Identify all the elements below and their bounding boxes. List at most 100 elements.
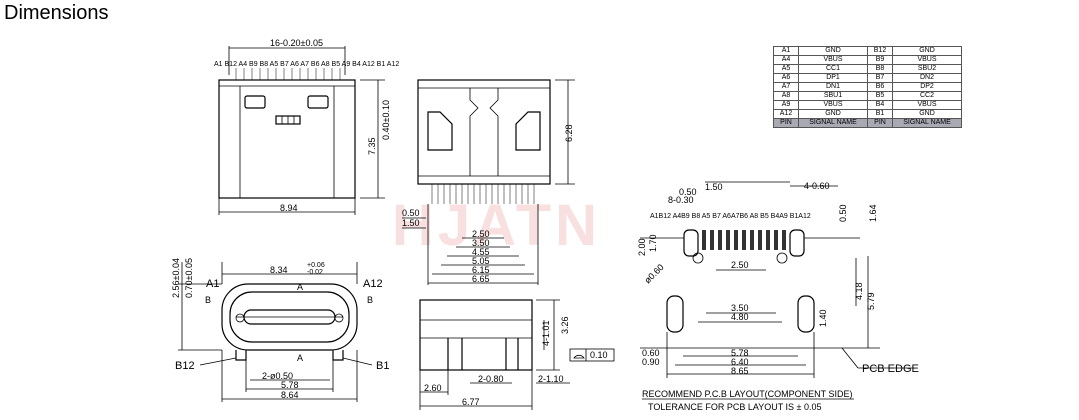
bottom-view: 6.28 0.50 1.50 2.50 3.50 4.55 5.05 6.15 … — [402, 79, 575, 285]
pcb-edge-label: PCB EDGE — [862, 363, 919, 375]
pin-cell: A9 — [773, 100, 799, 110]
pcb-d150: 1.50 — [705, 182, 723, 192]
bottom-d5-label: 4.55 — [472, 247, 490, 257]
front-b1-label: B1 — [376, 360, 389, 372]
bottom-d2-label: 1.50 — [402, 218, 420, 228]
front-b12-label: B12 — [175, 360, 195, 372]
signal-cell: GND — [798, 46, 868, 56]
bottom-d8-label: 6.65 — [472, 274, 490, 284]
bottom-height-label: 6.28 — [564, 124, 574, 142]
pin-cell: B1 — [867, 109, 893, 119]
pin-cell: B8 — [867, 64, 893, 74]
bottom-d7-label: 6.15 — [472, 265, 490, 275]
header-cell: PIN — [773, 118, 799, 128]
top-view: 16-0.20±0.05 A1 B12 A4 B9 B8 A5 B7 A6 A7… — [214, 38, 399, 215]
pin-cell: A12 — [773, 109, 799, 119]
signal-cell: GND — [892, 46, 962, 56]
signal-cell: DN1 — [798, 82, 868, 92]
pcb-d480: 4.80 — [731, 312, 749, 322]
bottom-d6-label: 5.05 — [472, 256, 490, 266]
table-header-row: PIN SIGNAL NAME PIN SIGNAL NAME — [773, 118, 962, 128]
pcb-caption-1: RECOMMEND P.C.B LAYOUT(COMPONENT SIDE) — [642, 389, 853, 399]
pcb-d418: 4.18 — [854, 282, 864, 300]
header-cell: PIN — [867, 118, 893, 128]
signal-cell: DP2 — [892, 82, 962, 92]
top-pitch-label: 16-0.20±0.05 — [270, 38, 323, 48]
bottom-d3-label: 2.50 — [472, 229, 490, 239]
signal-cell: CC1 — [798, 64, 868, 74]
front-a12-label: A12 — [363, 278, 383, 290]
signal-cell: CC2 — [892, 91, 962, 101]
signal-cell: SBU1 — [798, 91, 868, 101]
front-h2-label: 0.70±0.05 — [184, 258, 194, 298]
pcb-pins-label: A1B12 A4B9 B8 A5 B7 A6A7B6 A8 B5 B4A9 B1… — [650, 213, 811, 220]
side-h1-label: 4-1.01 — [541, 320, 551, 346]
pin-cell: A1 — [773, 46, 799, 56]
front-w2-label: 8.64 — [281, 390, 299, 400]
side-d4-label: 6.77 — [462, 397, 480, 407]
pin-cell: A7 — [773, 82, 799, 92]
side-view: 4-1.01 3.26 0.10 2.60 2-0.80 2-1.10 6.77 — [419, 299, 615, 410]
pin-cell: A8 — [773, 91, 799, 101]
pcb-caption-2: TOLERANCE FOR PCB LAYOUT IS ± 0.05 — [648, 402, 822, 412]
pcb-d579: 5.79 — [866, 292, 876, 310]
signal-cell: DN2 — [892, 73, 962, 83]
pcb-d200: 2.00 — [637, 238, 647, 256]
front-b-left: B — [205, 295, 211, 305]
pcb-d250: 2.50 — [731, 260, 749, 270]
front-width-tol-up: +0.06 — [307, 262, 325, 269]
pcb-d865: 8.65 — [731, 366, 749, 376]
pcb-d640: 6.40 — [731, 357, 749, 367]
front-pad-label: 2-ø0.50 — [262, 371, 293, 381]
watermark-text: HJATN — [392, 193, 601, 258]
front-a-bottom: A — [297, 353, 303, 363]
front-width-tol-dn: -0.02 — [307, 269, 323, 276]
bottom-d1-label: 0.50 — [402, 208, 420, 218]
header-cell: SIGNAL NAME — [892, 118, 962, 128]
pcb-layout: 1.50 0.50 8-0.30 4-0.60 A1B12 A4B9 B8 A5… — [637, 181, 919, 412]
pin-cell: B6 — [867, 82, 893, 92]
signal-cell: GND — [892, 109, 962, 119]
pcb-d060: 0.60 — [642, 348, 660, 358]
front-h1-label: 2.56±0.04 — [171, 258, 181, 298]
pin-cell: B7 — [867, 73, 893, 83]
front-view: 8.34 +0.06 -0.02 A1 A12 B B A A 2.56±0.0… — [171, 258, 389, 402]
signal-cell: DP1 — [798, 73, 868, 83]
table-row: A7 DN1 B6 DP2 — [773, 82, 962, 92]
pin-cell: A5 — [773, 64, 799, 74]
pcb-d050b: 0.50 — [838, 204, 848, 222]
top-height-label: 7.35 — [367, 137, 377, 155]
pcb-d4: 4-0.60 — [804, 181, 830, 191]
pcb-d170: 1.70 — [648, 234, 658, 252]
top-height2-label: 0.40±0.10 — [381, 100, 391, 140]
pcb-d578: 5.78 — [731, 348, 749, 358]
front-a-top: A — [297, 282, 303, 292]
front-width-label: 8.34 — [270, 265, 288, 275]
pin-cell: B12 — [867, 46, 893, 56]
side-d1-label: 2.60 — [424, 383, 442, 393]
signal-cell: GND — [798, 109, 868, 119]
pcb-d8: 8-0.30 — [668, 195, 694, 205]
pcb-d050: 0.50 — [679, 187, 697, 197]
front-b-right: B — [367, 295, 373, 305]
table-row: A9 VBUS B4 VBUS — [773, 100, 962, 110]
pcb-d140: 1.40 — [818, 309, 828, 327]
pcb-d350: 3.50 — [731, 303, 749, 313]
signal-cell: SBU2 — [892, 64, 962, 74]
pin-cell: A4 — [773, 55, 799, 65]
signal-cell: VBUS — [798, 100, 868, 110]
signal-cell: VBUS — [892, 55, 962, 65]
pcb-d090: 0.90 — [642, 357, 660, 367]
header-cell: SIGNAL NAME — [798, 118, 868, 128]
signal-cell: VBUS — [798, 55, 868, 65]
pcb-hole: ø0.60 — [642, 262, 665, 285]
front-w1-label: 5.78 — [281, 380, 299, 390]
signal-cell: VBUS — [892, 100, 962, 110]
pcb-d164: 1.64 — [868, 204, 878, 222]
pin-cell: B5 — [867, 91, 893, 101]
top-width-label: 8.94 — [280, 203, 298, 213]
bottom-d4-label: 3.50 — [472, 238, 490, 248]
pin-cell: A6 — [773, 73, 799, 83]
side-d2-label: 2-0.80 — [478, 374, 504, 384]
